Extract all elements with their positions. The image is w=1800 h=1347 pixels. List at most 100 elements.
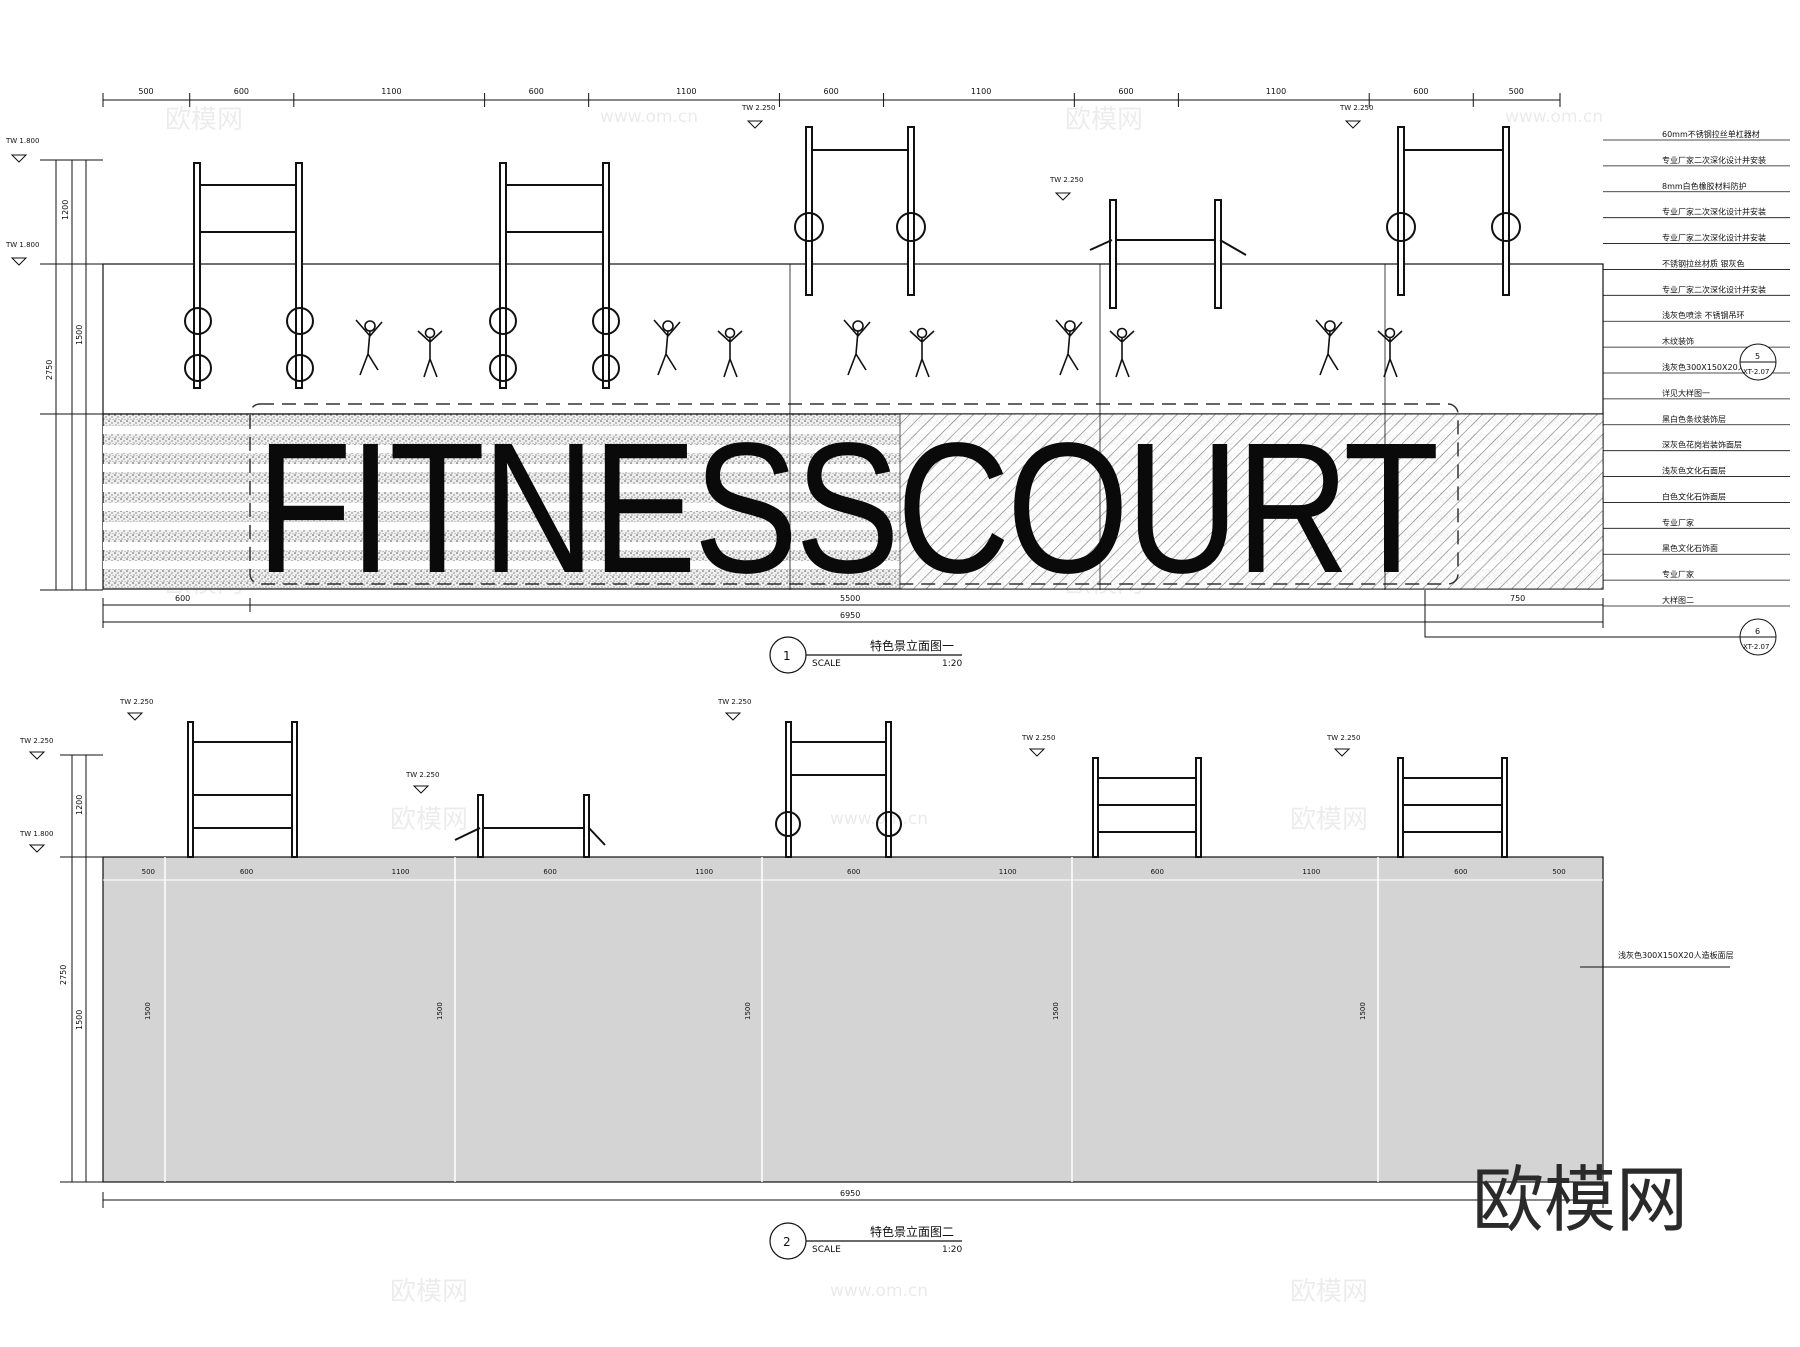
elevation1-level-tags: TW 1.800 TW 1.800 TW 2.250 TW 2.250 TW 2… xyxy=(5,104,1373,266)
top-dim: 1100 xyxy=(381,87,401,96)
top-dim: 1100 xyxy=(1266,87,1286,96)
bottom-dim: 5500 xyxy=(840,594,860,603)
watermark-brand: 欧模网 xyxy=(1290,1277,1368,1307)
watermark-brand: 欧模网 xyxy=(390,1277,468,1307)
level-tag: TW 2.250 xyxy=(19,737,53,745)
callout-text: 8mm白色橡胶材料防护 xyxy=(1662,181,1747,191)
callout-text: 60mm不锈钢拉丝单杠器材 xyxy=(1662,129,1760,139)
equipment-frame-4 xyxy=(1089,199,1247,309)
top-dim: 1100 xyxy=(971,87,991,96)
top-dim: 600 xyxy=(1454,868,1467,876)
panel-dim: 1500 xyxy=(436,1002,444,1020)
callout-text: 大样图二 xyxy=(1662,595,1694,605)
top-dim: 600 xyxy=(1151,868,1164,876)
watermark-brand: 欧模网 xyxy=(390,805,468,835)
top-dim: 1100 xyxy=(392,868,410,876)
side-dim: 2750 xyxy=(45,360,54,380)
callout-text: 黑白色条纹装饰层 xyxy=(1662,414,1726,424)
top-dim: 500 xyxy=(1509,87,1524,96)
callout-text: 黑色文化石饰面 xyxy=(1662,543,1718,553)
elevation2-level-tags xyxy=(28,712,1351,853)
callout-text: 详见大样图一 xyxy=(1662,388,1710,398)
bottom-dim: 600 xyxy=(175,594,190,603)
top-dim: 600 xyxy=(1118,87,1133,96)
level-tag: TW 2.250 xyxy=(1049,176,1083,184)
wall-grey-panel xyxy=(102,856,1604,1183)
callout-text: 专业厂家二次深化设计并安装 xyxy=(1662,207,1766,217)
side-dim: 1200 xyxy=(75,795,84,815)
callout-text: 浅灰色喷涂 不锈钢吊环 xyxy=(1662,310,1745,320)
bottom-dim: 750 xyxy=(1510,594,1525,603)
watermark-url: www.om.cn xyxy=(830,1281,928,1301)
elevation-number: 1 xyxy=(783,649,791,663)
wall-upper-panel xyxy=(102,263,1604,415)
top-dim: 600 xyxy=(1413,87,1428,96)
panel-height-labels: 1500 1500 1500 1500 1500 xyxy=(144,1002,1367,1020)
panel-joints xyxy=(164,857,1379,1182)
level-tag: TW 2.250 xyxy=(1339,104,1373,112)
watermark-brand: 欧模网 xyxy=(1065,105,1143,135)
top-dim: 600 xyxy=(240,868,253,876)
top-dim: 600 xyxy=(847,868,860,876)
panel-dim: 1500 xyxy=(144,1002,152,1020)
top-dim: 1100 xyxy=(1302,868,1320,876)
equipment-frame-5 xyxy=(1386,126,1521,296)
callout-text: 专业厂家二次深化设计并安装 xyxy=(1662,233,1766,243)
scale-value: 1:20 xyxy=(942,659,962,669)
panel-dim: 1500 xyxy=(1359,1002,1367,1020)
fitness-court-headline: FITNESSCOURT xyxy=(256,405,1436,612)
callout-text: 浅灰色文化石面层 xyxy=(1662,466,1726,476)
side-dim: 1500 xyxy=(75,325,84,345)
elevation-number: 2 xyxy=(783,1235,791,1249)
callout-text: 深灰色花岗岩装饰面层 xyxy=(1662,440,1742,450)
scale-label: SCALE xyxy=(812,659,841,669)
callout-text: 专业厂家二次深化设计并安装 xyxy=(1662,155,1766,165)
callout-text: 浅灰色300X150X20人造板面层 xyxy=(1618,950,1734,960)
ref-tag-sheet: XT-2.07 xyxy=(1743,368,1769,376)
watermark-brand: 欧模网 xyxy=(1290,805,1368,835)
top-dim: 1100 xyxy=(676,87,696,96)
callout-text: 木纹装饰 xyxy=(1662,336,1694,346)
athlete-figures xyxy=(355,319,1403,378)
ref-tag-number: 5 xyxy=(1755,352,1760,361)
top-dim: 500 xyxy=(142,868,155,876)
scale-value: 1:20 xyxy=(942,1245,962,1255)
side-dim: 1500 xyxy=(75,1010,84,1030)
level-tag: TW 2.250 xyxy=(405,771,439,779)
top-dim: 600 xyxy=(529,87,544,96)
level-tag: TW 2.250 xyxy=(1021,734,1055,742)
elevation2-side-dimensions xyxy=(60,754,103,1183)
hatched-region xyxy=(899,413,1604,590)
callout-text: 不锈钢拉丝材质 银灰色 xyxy=(1662,258,1745,268)
level-tag: TW 1.800 xyxy=(5,241,39,249)
top-dim: 500 xyxy=(138,87,153,96)
top-dim: 500 xyxy=(1552,868,1565,876)
panel-dim: 1500 xyxy=(744,1002,752,1020)
side-dim: 2750 xyxy=(59,965,68,985)
ref-tag-number: 6 xyxy=(1755,627,1760,636)
elevation-title: 特色景立面图一 xyxy=(870,638,954,653)
panel-dim: 1500 xyxy=(1052,1002,1060,1020)
scale-label: SCALE xyxy=(812,1245,841,1255)
elevation1-title-block: 1 特色景立面图一 SCALE 1:20 xyxy=(769,636,962,674)
equipment-frame-3 xyxy=(794,126,926,296)
level-tag: TW 2.250 xyxy=(1326,734,1360,742)
sign-frame xyxy=(249,403,1459,585)
watermark-brand: 欧模网 xyxy=(165,105,243,135)
elevation2-title-block: 2 特色景立面图二 SCALE 1:20 xyxy=(769,1222,962,1260)
top-dim: 1100 xyxy=(999,868,1017,876)
elevation1-ref-tag-5: 5 XT-2.07 xyxy=(1739,343,1777,381)
total-dim: 6950 xyxy=(840,611,860,620)
callout-text: 白色文化石饰面层 xyxy=(1662,491,1726,501)
wall-stripes xyxy=(103,426,1603,569)
equipment-frame-1 xyxy=(184,162,314,389)
watermark-url: www.om.cn xyxy=(600,107,698,127)
total-dim: 6950 xyxy=(840,1189,860,1198)
elevation-title: 特色景立面图二 xyxy=(870,1224,954,1239)
callout-text: 浅灰色300X150X20人造板层 xyxy=(1662,362,1770,372)
level-tag: TW 2.250 xyxy=(741,104,775,112)
top-dim: 1100 xyxy=(695,868,713,876)
